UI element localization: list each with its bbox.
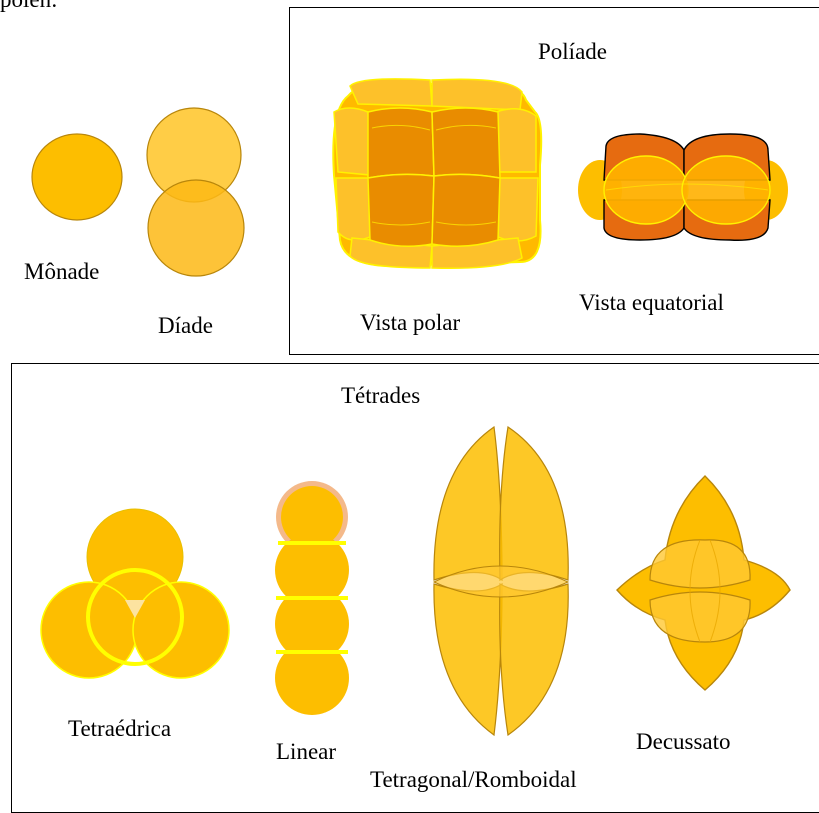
label-diade: Díade — [158, 314, 213, 337]
monade-grain — [32, 134, 122, 220]
label-vista-polar: Vista polar — [360, 311, 460, 334]
diade-grains — [147, 108, 244, 276]
poliade-vista-polar — [333, 79, 541, 268]
label-tetragonal: Tetragonal/Romboidal — [370, 768, 577, 791]
poliade-vista-equatorial — [578, 134, 788, 240]
label-linear: Linear — [276, 740, 336, 763]
label-vista-equatorial: Vista equatorial — [579, 291, 724, 314]
tetrad-decussato — [617, 476, 790, 690]
label-tetrades: Tétrades — [341, 384, 420, 407]
label-monade: Mônade — [24, 260, 99, 283]
tetrad-tetraedrica — [41, 509, 229, 678]
label-decussato: Decussato — [636, 730, 731, 753]
label-poliade: Políade — [538, 40, 607, 63]
tetrad-linear — [275, 481, 349, 715]
tetrad-tetragonal — [434, 427, 568, 735]
label-tetraedrica: Tetraédrica — [68, 717, 171, 740]
